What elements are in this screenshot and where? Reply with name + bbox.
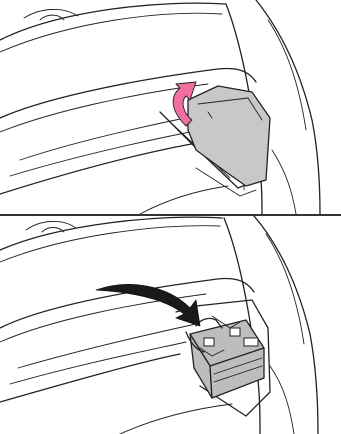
trunk-lid-edge [0,3,225,40]
hinge-detail [26,221,76,230]
battery-terminal [204,338,214,346]
panel-battery [0,216,341,434]
battery-terminal [230,328,240,336]
battery [186,316,264,398]
panel-trunk-cover [0,0,341,214]
trunk-floor [0,354,180,402]
battery-drawing [0,216,341,434]
pointer-arrow-icon [96,284,200,326]
trunk-cover-drawing [0,0,341,214]
trunk-floor [0,140,215,194]
